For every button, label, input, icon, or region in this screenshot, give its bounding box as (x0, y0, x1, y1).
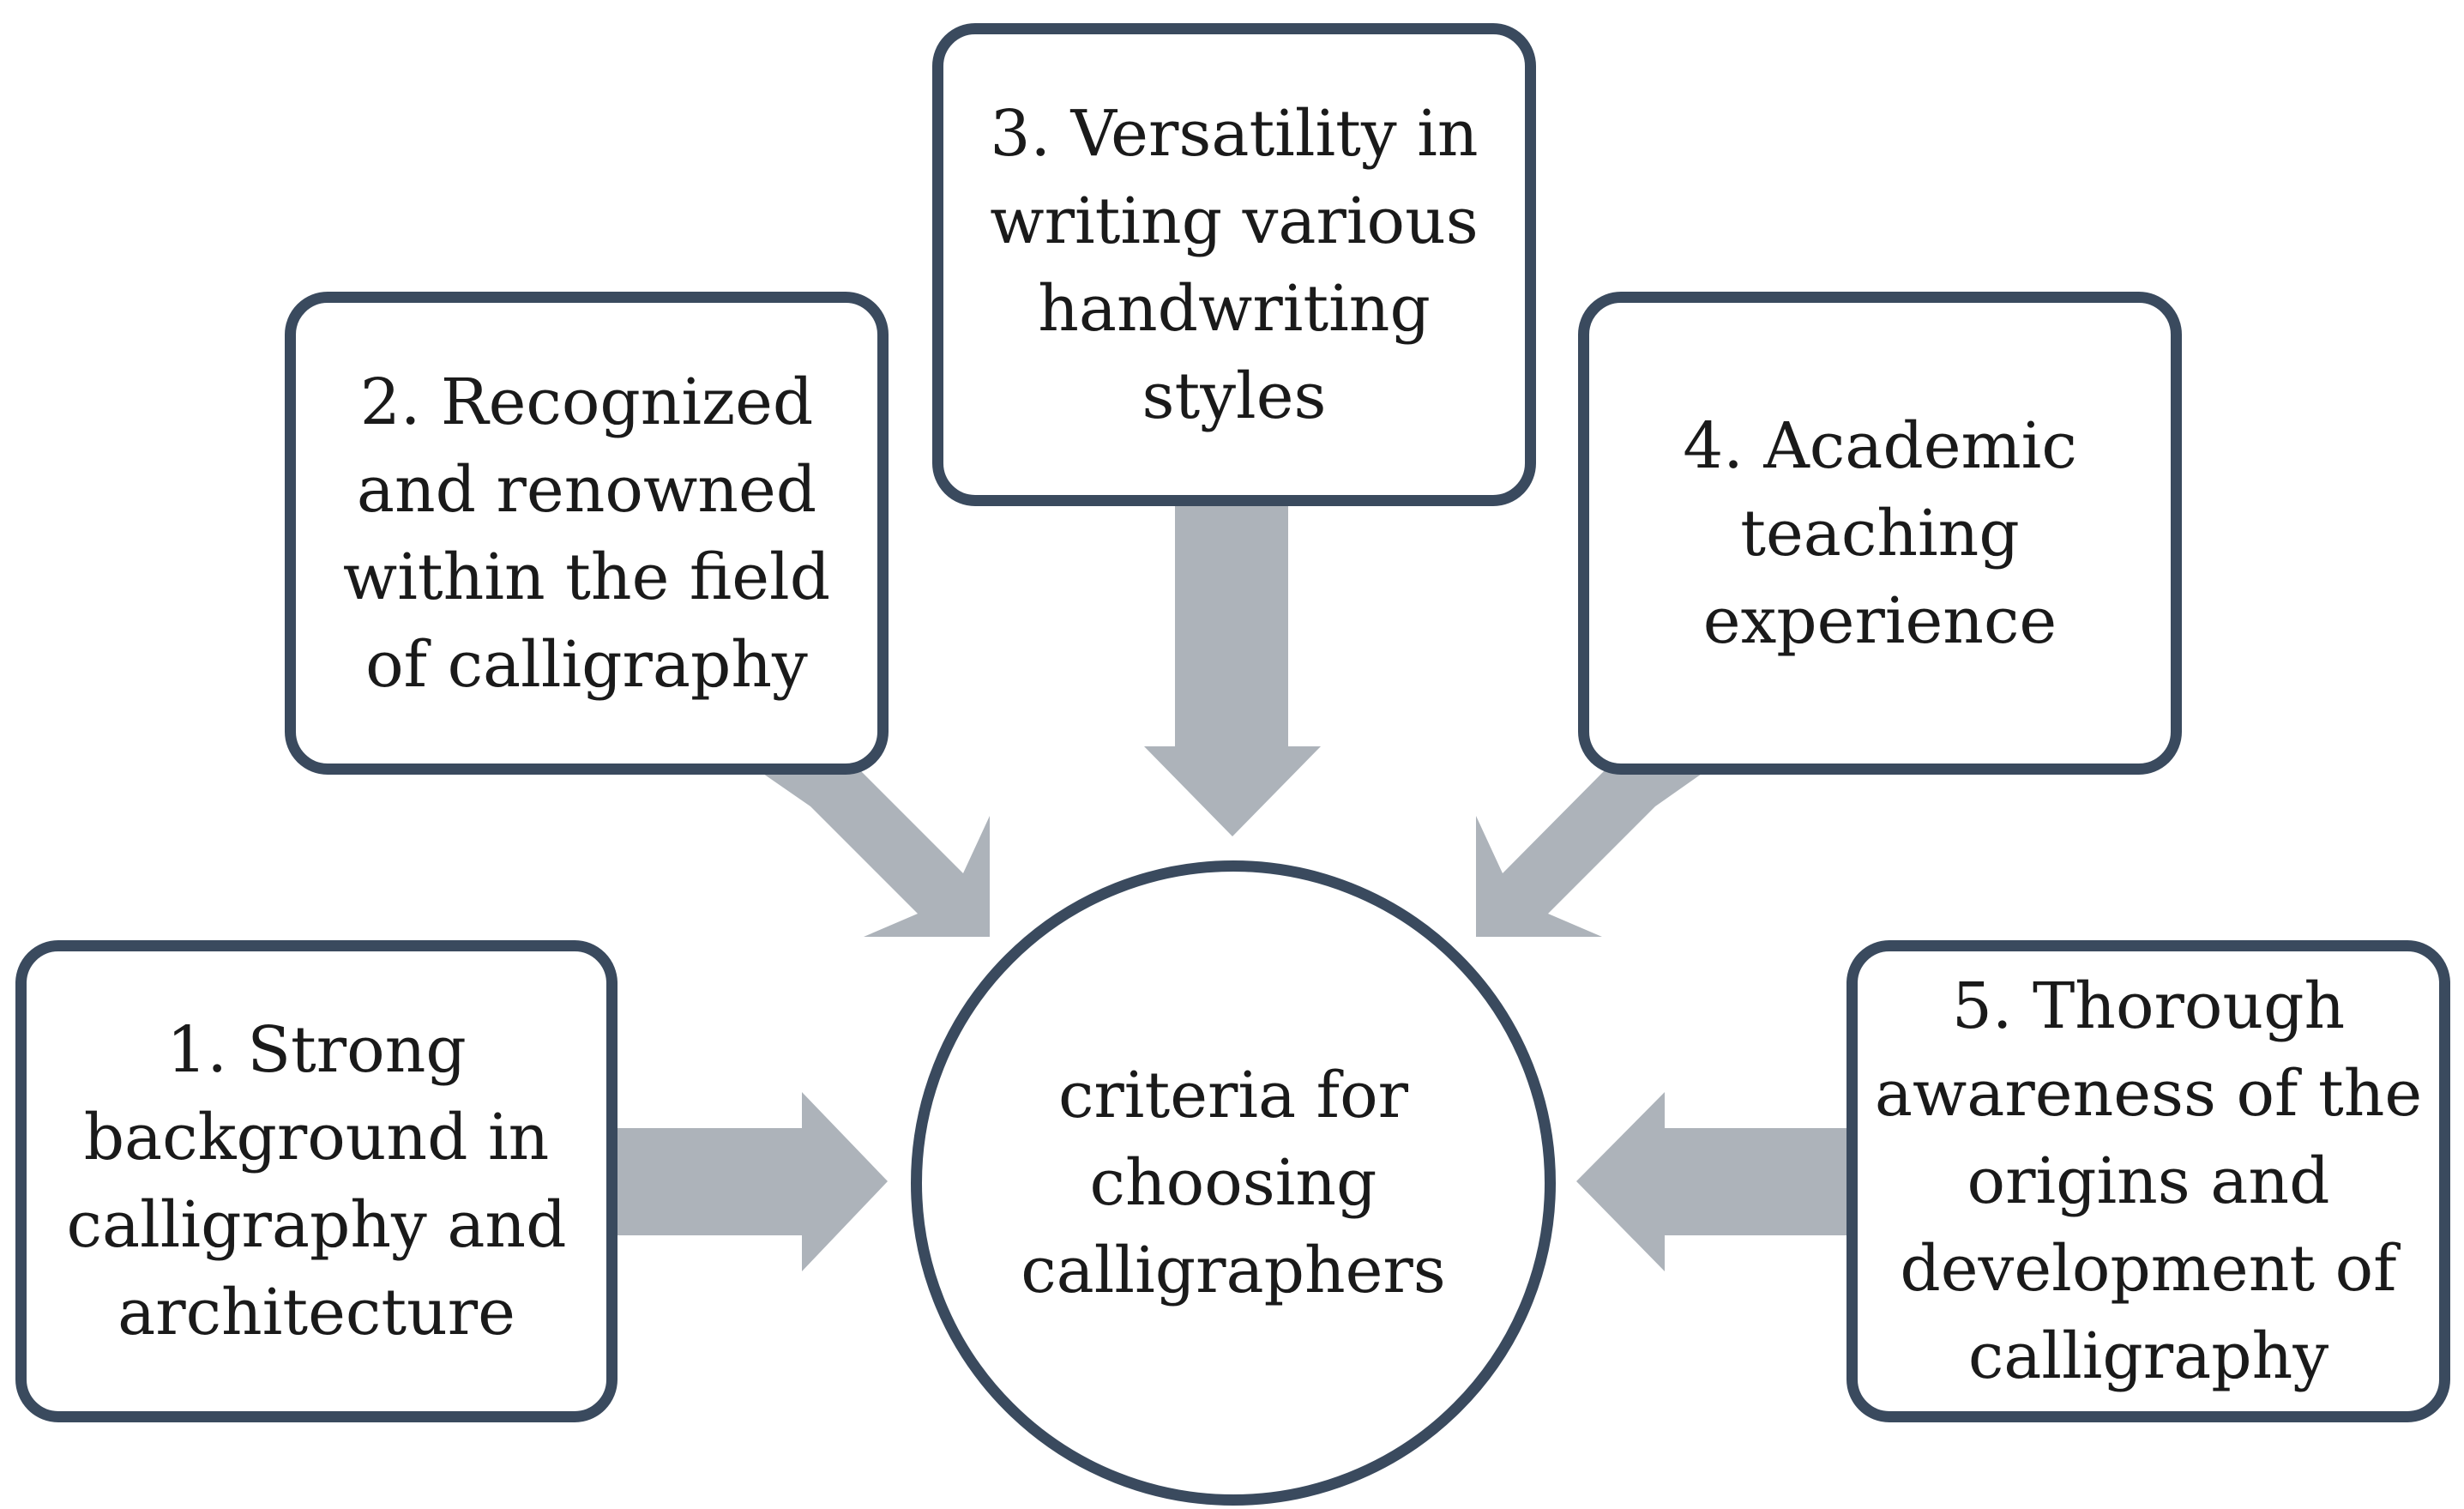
criterion-3-line: handwriting (1038, 271, 1431, 346)
criterion-2-line: 2. Recognized (359, 365, 814, 439)
criterion-box-3: 3. Versatility in writing various handwr… (932, 23, 1536, 506)
criterion-box-5: 5. Thorough awareness of the origins and… (1846, 940, 2450, 1422)
criterion-5-line: calligraphy (1967, 1319, 2329, 1393)
criterion-4-line: experience (1702, 583, 2057, 658)
criterion-3-line: styles (1142, 359, 1327, 433)
criterion-1-line: 1. Strong (166, 1013, 467, 1087)
criterion-2-line: and renowned (356, 452, 817, 527)
criterion-box-4: 4. Academic teaching experience (1578, 292, 2182, 775)
criterion-2-line: within the field (342, 540, 831, 614)
criterion-3-line: 3. Versatility in (990, 96, 1479, 171)
criterion-5-line: development of (1900, 1232, 2397, 1306)
criterion-3-text: 3. Versatility in writing various handwr… (990, 90, 1479, 440)
criterion-1-text: 1. Strong background in calligraphy and … (67, 1006, 567, 1356)
criterion-1-line: architecture (117, 1276, 515, 1349)
arrow-1-to-center (613, 1092, 888, 1271)
criterion-5-line: 5. Thorough (1951, 969, 2346, 1043)
criterion-1-line: calligraphy and (66, 1188, 567, 1262)
criterion-3-line: writing various (990, 184, 1479, 258)
arrow-2-to-center (755, 768, 990, 937)
center-hub-line: choosing (1089, 1146, 1377, 1220)
criterion-2-line: of calligraphy (365, 627, 808, 702)
criterion-5-line: origins and (1967, 1144, 2330, 1218)
criterion-4-text: 4. Academic teaching experience (1683, 402, 2077, 665)
criterion-box-1: 1. Strong background in calligraphy and … (15, 940, 618, 1422)
center-hub-text: criteria for choosing calligraphers (1021, 1052, 1446, 1314)
arrow-4-to-center (1476, 768, 1710, 937)
criterion-box-2: 2. Recognized and renowned within the fi… (285, 292, 889, 775)
center-hub-line: calligraphers (1021, 1234, 1446, 1307)
criterion-1-line: background in (83, 1101, 550, 1174)
arrow-3-to-center (1144, 503, 1321, 836)
criterion-4-line: teaching (1740, 496, 2020, 570)
criterion-5-text: 5. Thorough awareness of the origins and… (1875, 963, 2422, 1400)
criterion-4-line: 4. Academic (1683, 408, 2077, 483)
criterion-5-line: awareness of the (1874, 1057, 2423, 1131)
center-hub: criteria for choosing calligraphers (911, 860, 1556, 1506)
criterion-2-text: 2. Recognized and renowned within the fi… (343, 359, 830, 709)
center-hub-line: criteria for (1057, 1059, 1408, 1132)
arrow-5-to-center (1576, 1092, 1848, 1271)
